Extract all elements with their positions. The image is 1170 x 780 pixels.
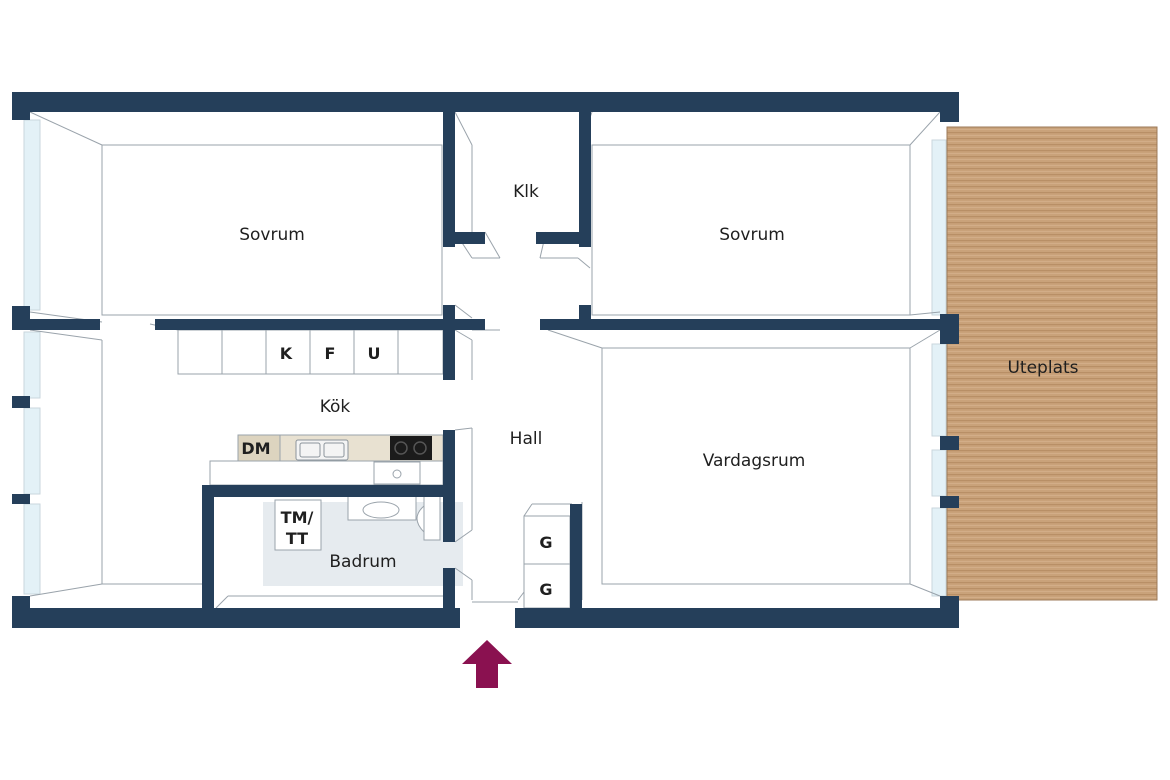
windows-right: [931, 139, 947, 597]
room-label-badrum: Badrum: [329, 552, 396, 572]
wardrobes: [523, 503, 572, 609]
fixture-label-u: U: [368, 344, 381, 363]
fixture-label-g-lower: G: [539, 580, 552, 599]
room-label-uteplats: Uteplats: [1007, 358, 1078, 378]
fixture-label-tm-tt-line2: TT: [286, 529, 308, 548]
shower-fixture: [373, 461, 421, 485]
room-label-sovrum-left: Sovrum: [239, 225, 305, 245]
entrance-arrow-icon: [462, 640, 512, 688]
fixture-label-f: F: [325, 344, 336, 363]
fixture-label-g-upper: G: [539, 533, 552, 552]
kitchen-sink: [295, 439, 349, 461]
room-label-klk: Klk: [513, 182, 539, 202]
kitchen-cabinets: [149, 323, 444, 375]
bathroom-sink: [347, 493, 417, 521]
fixture-label-k: K: [280, 344, 293, 363]
washing-machine: [274, 499, 322, 551]
room-label-sovrum-right: Sovrum: [719, 225, 785, 245]
fixture-label-dm: DM: [241, 439, 270, 458]
windows-left: [23, 119, 41, 595]
stove: [390, 436, 432, 460]
toilet: [416, 495, 441, 541]
walls: [12, 92, 959, 628]
fixture-label-tm-tt-line1: TM/: [281, 508, 314, 527]
room-label-hall: Hall: [510, 429, 543, 449]
terrace-deck: [946, 126, 1158, 601]
room-label-vardagsrum: Vardagsrum: [703, 451, 806, 471]
room-label-kok: Kök: [320, 397, 351, 417]
perspective-lines: [29, 111, 941, 609]
